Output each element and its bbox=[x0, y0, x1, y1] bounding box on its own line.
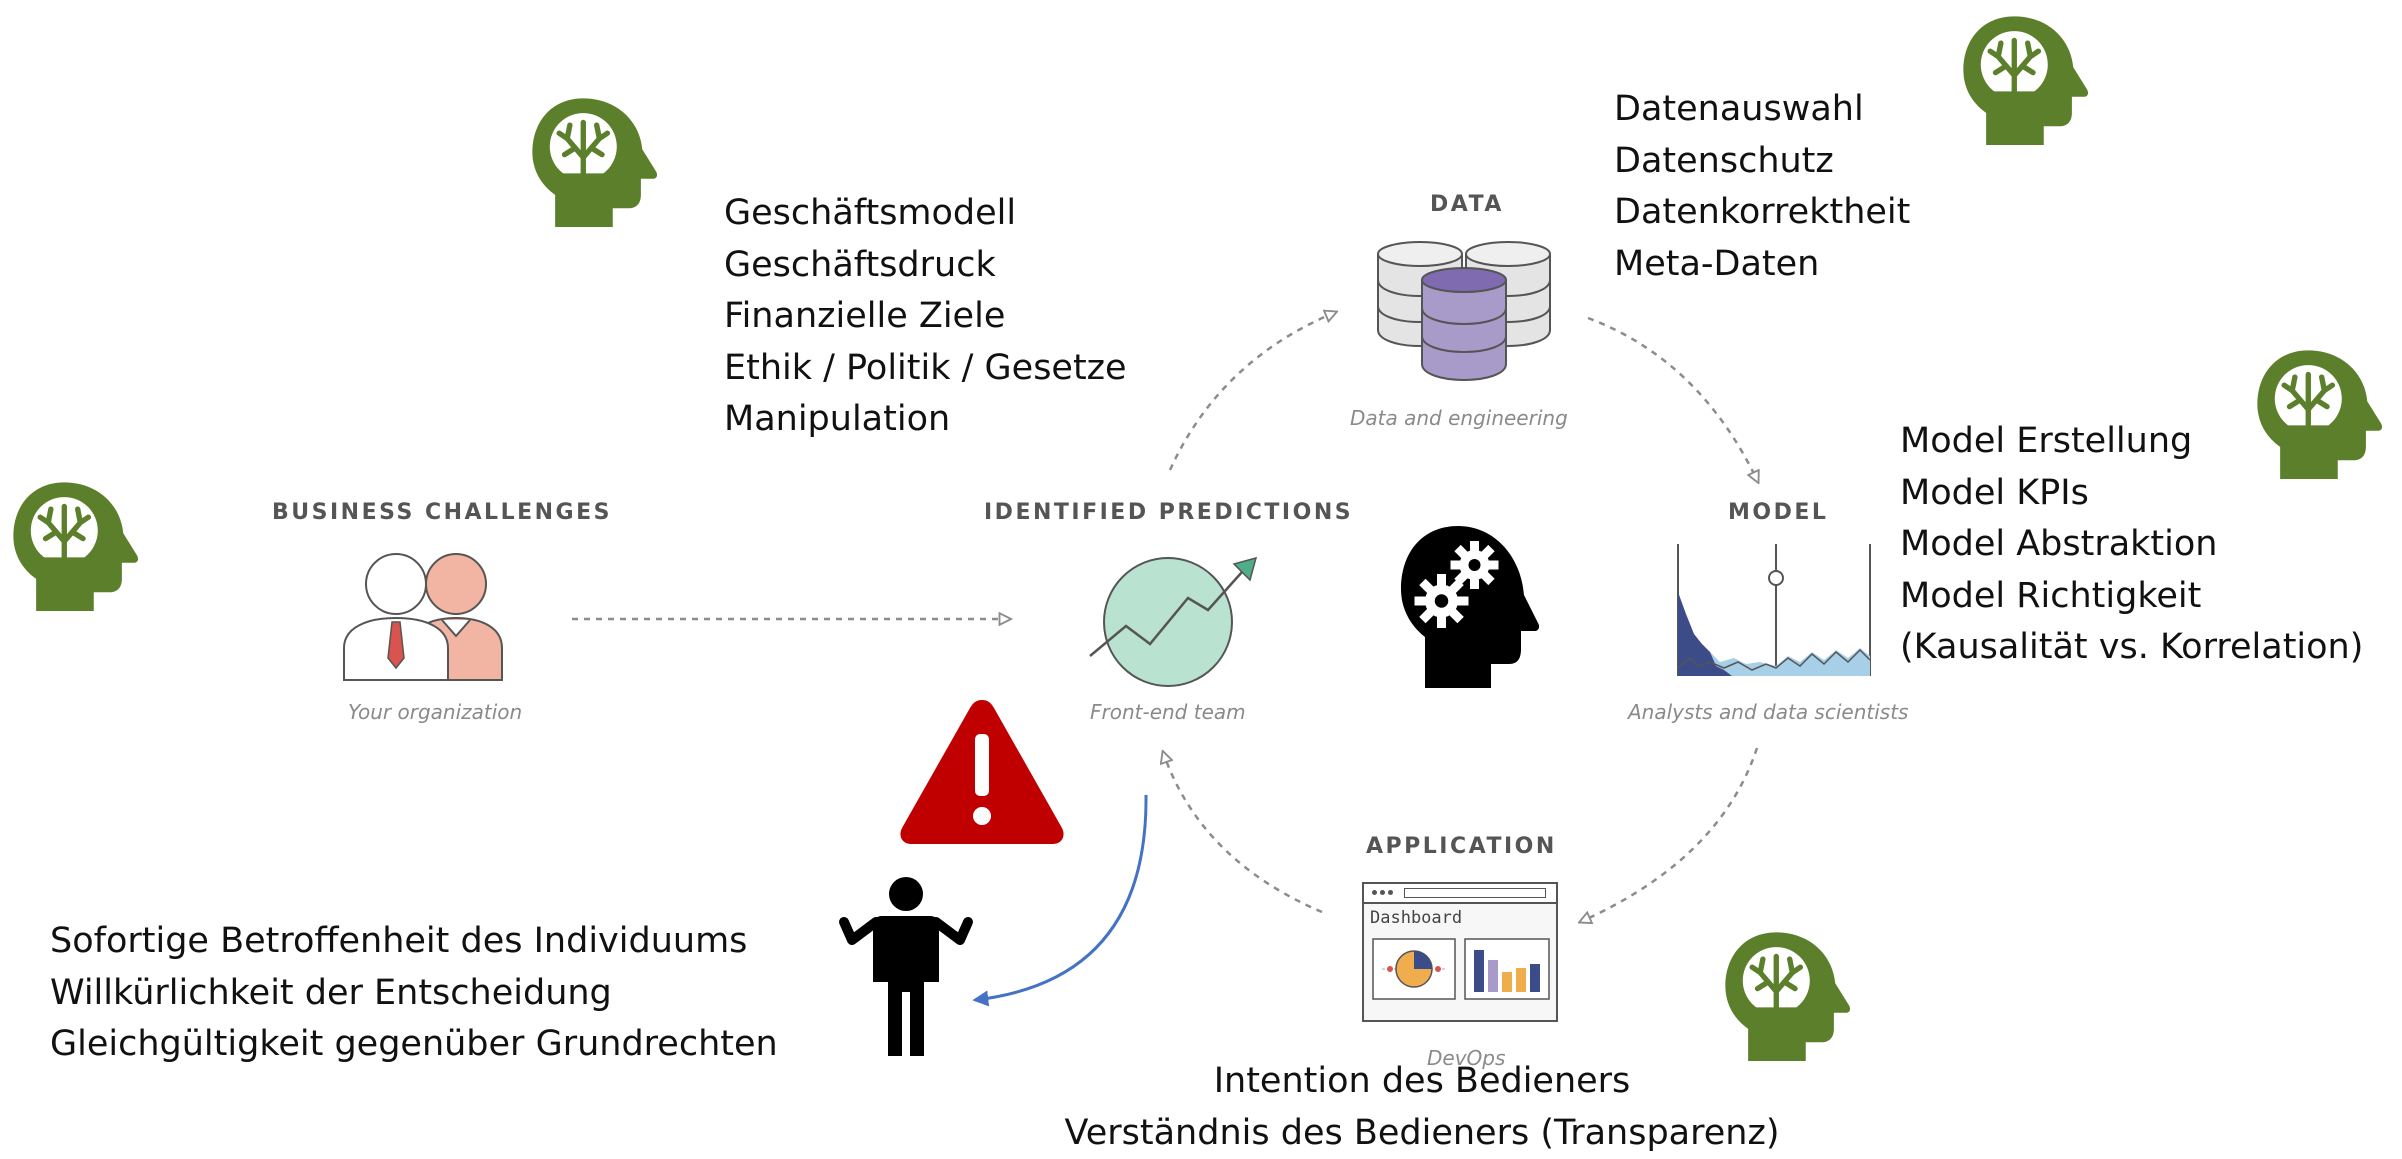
model-note-5: (Kausalität vs. Korrelation) bbox=[1900, 622, 2363, 674]
business-notes: Geschäftsmodell Geschäftsdruck Finanziel… bbox=[724, 188, 1127, 446]
business-note-2: Geschäftsdruck bbox=[724, 240, 1127, 292]
arrow-model-to-application bbox=[1580, 748, 1757, 922]
dashboard-titlebar bbox=[1364, 884, 1556, 904]
individual-note-2: Willkürlichkeit der Entscheidung bbox=[50, 968, 778, 1020]
identified-predictions-title: IDENTIFIED PREDICTIONS bbox=[984, 500, 1353, 525]
arrow-application-to-predictions bbox=[1163, 752, 1322, 912]
application-notes: Intention des Bedieners Verständnis des … bbox=[1052, 1056, 1792, 1159]
predictions-trend-icon bbox=[1084, 552, 1260, 688]
dashboard-label: Dashboard bbox=[1370, 908, 1462, 928]
business-note-1: Geschäftsmodell bbox=[724, 188, 1127, 240]
gear-head-icon bbox=[1392, 520, 1542, 688]
model-title: MODEL bbox=[1728, 500, 1828, 525]
individual-note-3: Gleichgültigkeit gegenüber Grundrechten bbox=[50, 1019, 778, 1071]
brain-head-icon bbox=[527, 86, 661, 234]
arrow-predictions-to-data bbox=[1170, 312, 1336, 470]
model-note-2: Model KPIs bbox=[1900, 468, 2363, 520]
dashboard-window-icon: Dashboard bbox=[1362, 882, 1558, 1022]
dashboard-pie-chart-icon bbox=[1372, 938, 1456, 1000]
application-note-1: Intention des Bedieners bbox=[1052, 1056, 1792, 1108]
data-notes: Datenauswahl Datenschutz Datenkorrekthei… bbox=[1614, 84, 1910, 290]
application-note-2: Verständnis des Bedieners (Transparenz) bbox=[1052, 1108, 1792, 1159]
database-icon bbox=[1374, 238, 1558, 388]
person-shrugging-icon bbox=[838, 876, 974, 1058]
business-note-3: Finanzielle Ziele bbox=[724, 291, 1127, 343]
model-notes: Model Erstellung Model KPIs Model Abstra… bbox=[1900, 416, 2363, 674]
model-subtitle: Analysts and data scientists bbox=[1628, 700, 1908, 724]
brain-head-icon bbox=[1720, 920, 1854, 1068]
business-note-4: Ethik / Politik / Gesetze bbox=[724, 343, 1127, 395]
brain-head-icon bbox=[1958, 4, 2092, 152]
data-note-2: Datenschutz bbox=[1614, 136, 1910, 188]
dashboard-bar-chart-icon bbox=[1464, 938, 1550, 1000]
data-note-4: Meta-Daten bbox=[1614, 239, 1910, 291]
model-note-3: Model Abstraktion bbox=[1900, 519, 2363, 571]
individual-notes: Sofortige Betroffenheit des Individuums … bbox=[50, 916, 778, 1071]
model-note-4: Model Richtigkeit bbox=[1900, 571, 2363, 623]
data-title: DATA bbox=[1430, 192, 1504, 217]
data-subtitle: Data and engineering bbox=[1350, 406, 1568, 430]
business-challenges-title: BUSINESS CHALLENGES bbox=[272, 500, 612, 525]
brain-head-icon bbox=[8, 470, 142, 618]
application-title: APPLICATION bbox=[1366, 834, 1557, 859]
business-challenges-subtitle: Your organization bbox=[348, 700, 522, 724]
business-note-5: Manipulation bbox=[724, 394, 1127, 446]
individual-note-1: Sofortige Betroffenheit des Individuums bbox=[50, 916, 778, 968]
data-note-1: Datenauswahl bbox=[1614, 84, 1910, 136]
model-note-1: Model Erstellung bbox=[1900, 416, 2363, 468]
organization-people-icon bbox=[338, 548, 522, 682]
arrow-data-to-model bbox=[1588, 318, 1758, 482]
data-note-3: Datenkorrektheit bbox=[1614, 187, 1910, 239]
warning-icon bbox=[896, 694, 1068, 848]
model-chart-icon bbox=[1676, 540, 1872, 680]
identified-predictions-subtitle: Front-end team bbox=[1090, 700, 1246, 724]
